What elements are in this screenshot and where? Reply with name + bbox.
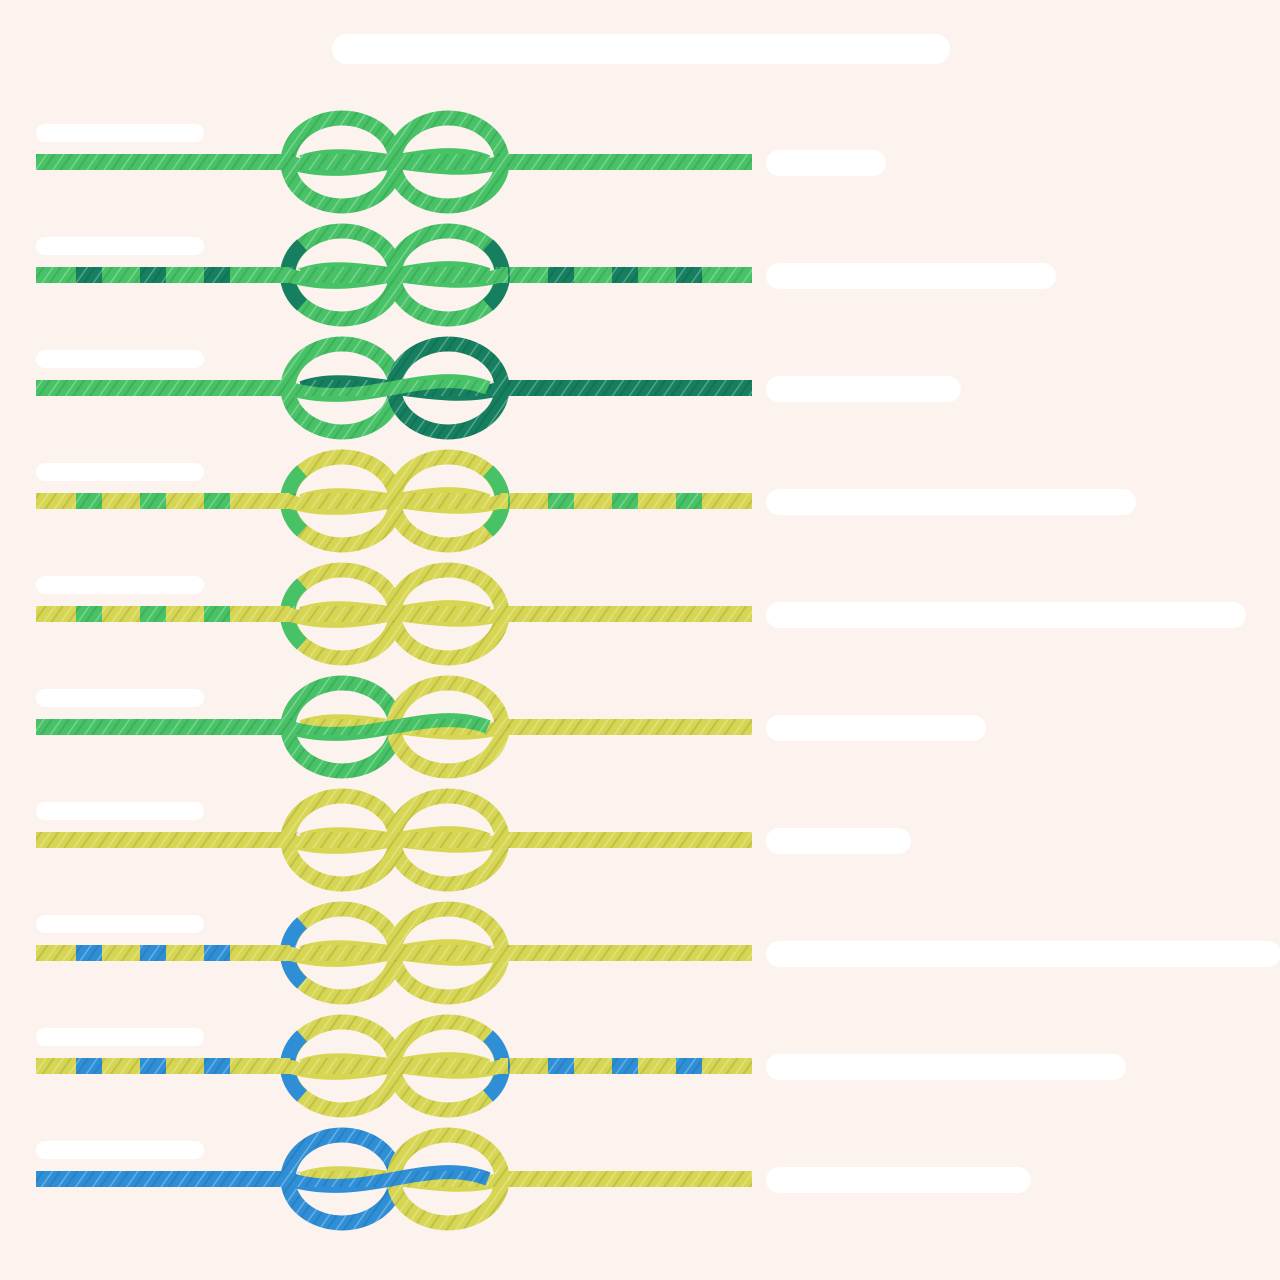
row-label-left bbox=[36, 124, 204, 142]
row-label-right bbox=[766, 941, 1280, 967]
row-label-right bbox=[766, 1054, 1126, 1080]
row-label-left bbox=[36, 1141, 204, 1159]
row-label-right bbox=[766, 489, 1136, 515]
knot-row bbox=[36, 336, 961, 440]
row-label-right bbox=[766, 828, 911, 854]
row-label-left bbox=[36, 689, 204, 707]
row-label-left bbox=[36, 915, 204, 933]
knot-row bbox=[36, 788, 911, 892]
row-label-left bbox=[36, 463, 204, 481]
row-label-right bbox=[766, 263, 1056, 289]
knot-row bbox=[36, 223, 1056, 327]
row-label-left bbox=[36, 576, 204, 594]
row-label-right bbox=[766, 150, 886, 176]
row-label-left bbox=[36, 802, 204, 820]
knot-row bbox=[36, 562, 1246, 666]
row-label-left bbox=[36, 1028, 204, 1046]
row-label-left bbox=[36, 350, 204, 368]
row-label-right bbox=[766, 1167, 1031, 1193]
knot-row bbox=[36, 110, 886, 214]
knot-row bbox=[36, 675, 986, 779]
knot-rows bbox=[36, 110, 1280, 1231]
knot-row bbox=[36, 1127, 1031, 1231]
knot-row bbox=[36, 901, 1280, 1005]
knot-row bbox=[36, 1014, 1126, 1118]
row-label-right bbox=[766, 715, 986, 741]
row-label-left bbox=[36, 237, 204, 255]
title-mask bbox=[332, 34, 950, 64]
knot-row bbox=[36, 449, 1136, 553]
row-label-right bbox=[766, 602, 1246, 628]
row-label-right bbox=[766, 376, 961, 402]
